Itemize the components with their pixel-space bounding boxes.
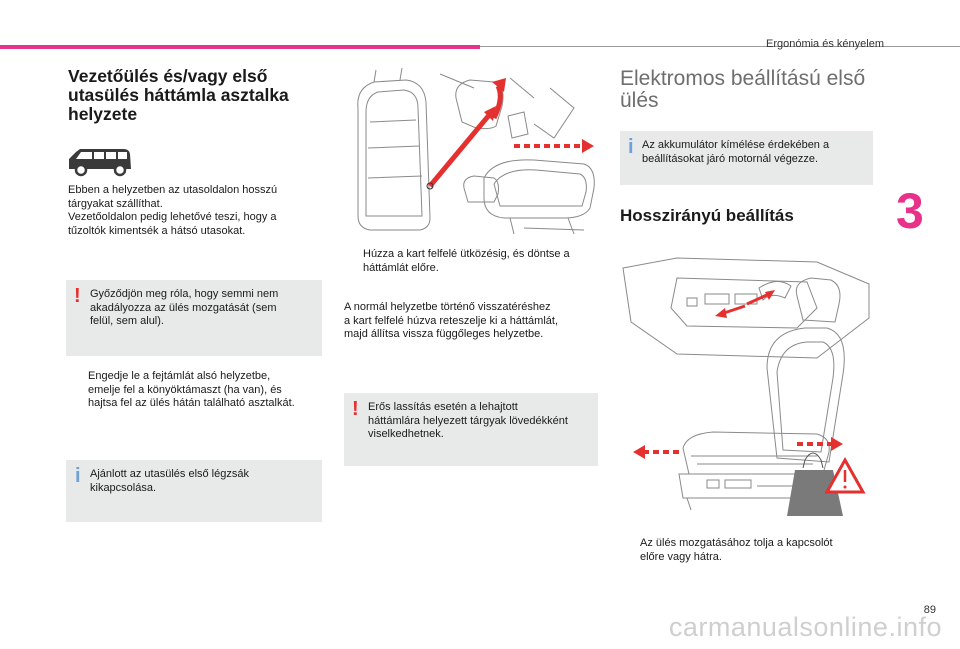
left-title-line: helyzete [68,104,138,124]
text-line: felül, sem alul). [90,315,164,327]
text-line: akadályozza az ülés mozgatását (sem [90,301,277,314]
text-line: beállításokat járó motornál végezze. [642,152,819,165]
middle-paragraph: A normál helyzetbe történő visszatéréshe… [344,301,600,342]
left-title-line: Vezetőülés és/vagy első [68,66,268,86]
header-rule [480,46,960,47]
text-line: háttámlára helyezett tárgyak lövedékként [368,414,568,427]
text-line: emelje fel a könyöktámaszt (ha van), és [88,383,282,396]
right-info-text: Az akkumulátor kímélése érdekében a beál… [642,139,870,166]
info-icon: i [628,136,634,158]
electric-seat-illustration [622,257,870,516]
info-icon: i [75,465,81,487]
middle-warning-text: Erős lassítás esetén a lehajtott háttáml… [368,401,593,442]
header-accent-bar [0,45,480,49]
van-icon [69,149,131,177]
text-line: Az akkumulátor kímélése érdekében a [642,139,830,151]
right-title: Elektromos beállítású első ülés [620,68,880,112]
text-line: Ajánlott az utasülés első légzsák [90,468,249,480]
right-title-line: ülés [620,89,659,112]
text-line: Ebben a helyzetben az utasoldalon hosszú [68,184,278,196]
text-line: Vezetőoldalon pedig lehetővé teszi, hogy… [68,211,277,223]
text-line: Engedje le a fejtámlát alsó helyzetbe, [88,370,271,382]
left-info-box: i Ajánlott az utasülés első légzsák kika… [66,460,322,522]
right-step: Az ülés mozgatásához tolja a kapcsolót e… [640,537,875,564]
left-info-text: Ajánlott az utasülés első légzsák kikapc… [90,468,315,495]
middle-warning-box: ! Erős lassítás esetén a lehajtott háttá… [344,393,598,466]
left-step: Engedje le a fejtámlát alsó helyzetbe, e… [88,370,328,411]
left-intro: Ebben a helyzetben az utasoldalon hosszú… [68,184,328,238]
text-line: a kart felfelé húzva reteszelje ki a hát… [344,314,558,327]
right-title-line: Elektromos beállítású első [620,67,866,90]
page-number: 89 [923,604,936,616]
watermark: carmanualsonline.info [668,612,942,642]
left-warning-text: Győződjön meg róla, hogy semmi nem akadá… [90,288,315,329]
left-title: Vezetőülés és/vagy első utasülés háttáml… [68,67,328,124]
text-line: tárgyakat szállíthat. [68,197,163,210]
right-info-box: i Az akkumulátor kímélése érdekében a be… [620,131,873,185]
right-subtitle: Hosszirányú beállítás [620,206,794,225]
text-line: Húzza a kart felfelé ütközésig, és dönts… [363,248,570,260]
text-line: Győződjön meg róla, hogy semmi nem [90,288,279,300]
text-line: Erős lassítás esetén a lehajtott [368,401,518,413]
text-line: Az ülés mozgatásához tolja a kapcsolót [640,537,833,549]
left-warning-box: ! Győződjön meg róla, hogy semmi nem aka… [66,280,322,356]
left-title-line: utasülés háttámla asztalka [68,85,289,105]
text-line: tűzoltók kimentsék a hátsó utasokat. [68,224,246,237]
text-line: hajtsa fel az ülés hátán található aszta… [88,397,295,409]
text-line: A normál helyzetbe történő visszatéréshe… [344,301,551,313]
text-line: viselkedhetnek. [368,428,444,440]
seat-fold-illustration [357,68,595,235]
middle-step: Húzza a kart felfelé ütközésig, és dönts… [363,248,603,275]
section-header: Ergonómia és kényelem [765,38,884,50]
warning-icon: ! [352,398,359,420]
text-line: előre vagy hátra. [640,550,722,563]
warning-icon: ! [74,285,81,307]
text-line: majd állítsa vissza függőleges helyzetbe… [344,328,544,340]
chapter-number: 3 [896,183,924,239]
text-line: kikapcsolása. [90,481,157,494]
text-line: háttámlát előre. [363,261,439,274]
